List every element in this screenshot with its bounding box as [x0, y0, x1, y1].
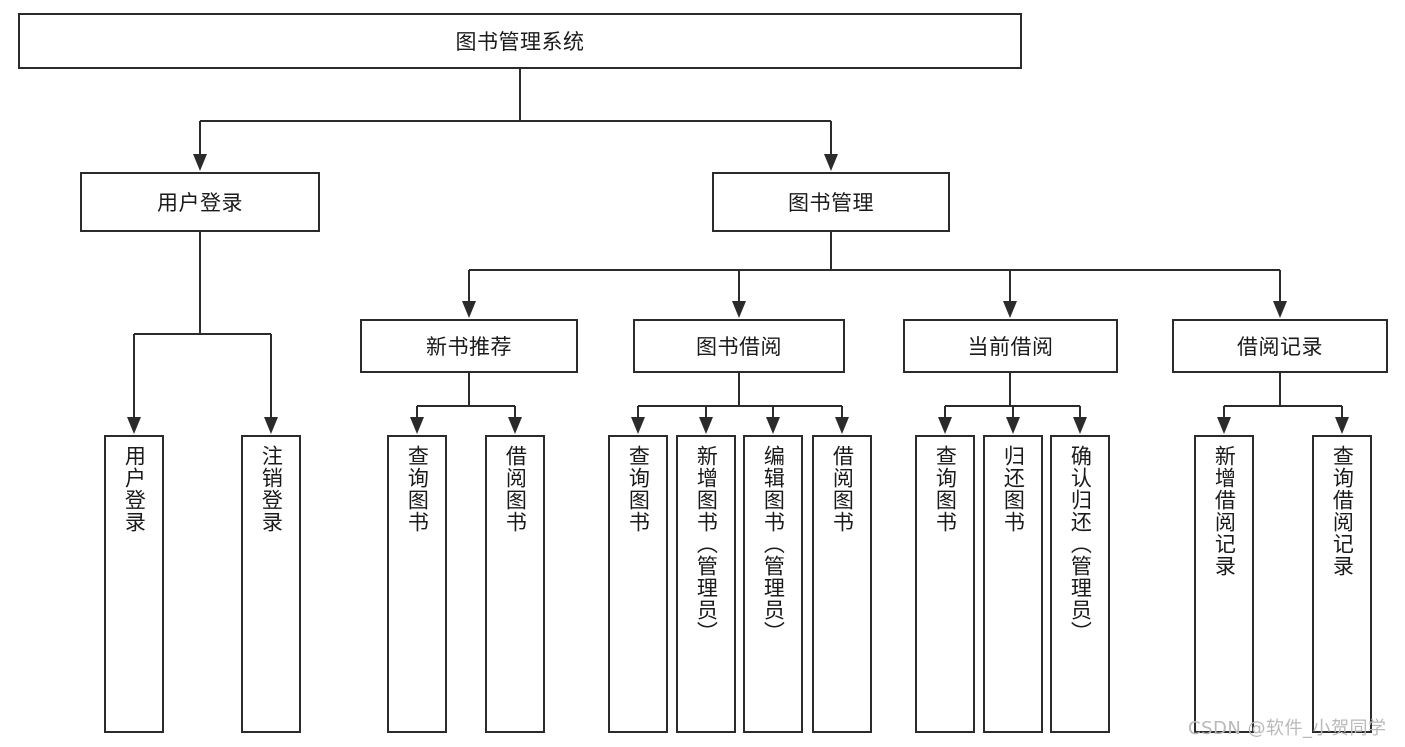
node-label: 当前借阅: [967, 335, 1054, 359]
node-book-manage: 图书管理: [712, 172, 950, 232]
node-current-borrow: 当前借阅: [903, 319, 1118, 373]
node-label: 注销登录: [259, 445, 284, 533]
csdn-watermark: CSDN @软件_小贺同学: [1188, 718, 1387, 739]
node-label: 借阅图书: [503, 445, 528, 533]
node-leaf-user-login: 用户登录: [104, 435, 164, 733]
node-label: 借阅图书: [830, 445, 855, 533]
node-new-book-rec: 新书推荐: [360, 319, 578, 373]
node-leaf-query-book-3: 查询图书: [915, 435, 975, 733]
node-root: 图书管理系统: [18, 13, 1022, 69]
node-leaf-query-record: 查询借阅记录: [1312, 435, 1372, 733]
node-label: 归还图书: [1001, 445, 1026, 533]
node-leaf-add-record: 新增借阅记录: [1194, 435, 1254, 733]
node-label: 图书借阅: [696, 335, 782, 359]
node-label: 用户登录: [157, 191, 243, 215]
node-leaf-query-book-2: 查询图书: [608, 435, 668, 733]
node-label: 查询图书: [933, 445, 958, 533]
node-label: 编辑图书（管理员）: [761, 445, 786, 643]
node-label: 查询图书: [405, 445, 430, 533]
node-leaf-return-book: 归还图书: [983, 435, 1043, 733]
node-leaf-edit-book: 编辑图书（管理员）: [743, 435, 803, 733]
node-label: 图书管理系统: [455, 30, 585, 54]
node-label: 图书管理: [788, 191, 874, 215]
node-label: 借阅记录: [1237, 335, 1323, 359]
node-leaf-add-book: 新增图书（管理员）: [676, 435, 736, 733]
node-leaf-borrow-book-1: 借阅图书: [485, 435, 545, 733]
node-label: 查询图书: [626, 445, 651, 533]
node-label: 新书推荐: [426, 335, 512, 359]
node-book-borrow: 图书借阅: [633, 319, 845, 373]
node-leaf-user-logout: 注销登录: [241, 435, 301, 733]
node-leaf-query-book-1: 查询图书: [387, 435, 447, 733]
node-leaf-borrow-book-2: 借阅图书: [812, 435, 872, 733]
node-user-login: 用户登录: [80, 172, 320, 232]
node-label: 查询借阅记录: [1330, 445, 1355, 577]
node-label: 用户登录: [122, 445, 147, 533]
node-label: 新增借阅记录: [1212, 445, 1237, 577]
node-leaf-confirm-return: 确认归还（管理员）: [1050, 435, 1110, 733]
node-borrow-records: 借阅记录: [1172, 319, 1388, 373]
node-label: 新增图书（管理员）: [694, 445, 719, 643]
node-label: 确认归还（管理员）: [1068, 445, 1093, 643]
